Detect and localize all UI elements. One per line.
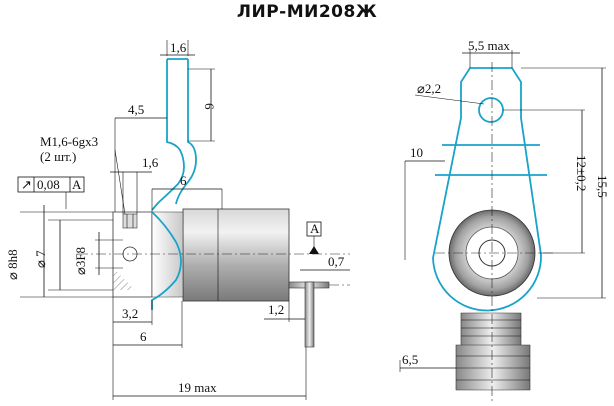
thread-qty: (2 шт.) — [40, 149, 76, 164]
dim-155: 15,5 — [595, 175, 610, 198]
dim-32: 3,2 — [122, 306, 138, 321]
dim-arm-offset: 4,5 — [128, 102, 144, 117]
dim-overall: 19 max — [178, 380, 217, 395]
left-view: 1,6 6 4,5 M1,6-6gx3 (2 шт.) 1,6 6 ↗ 0,08… — [5, 40, 350, 400]
mounting-arm — [151, 59, 197, 310]
dim-top-width: 1,6 — [170, 40, 187, 55]
dim-6-upper: 6 — [180, 173, 187, 188]
datum-label: A — [310, 221, 320, 236]
set-screw — [122, 213, 138, 229]
dim-set-screw: 1,6 — [142, 155, 159, 170]
dim-6-lower: 6 — [140, 329, 147, 344]
runout-value: 0,08 — [37, 177, 60, 192]
dim-top-height: 6 — [202, 103, 217, 110]
runout-frame — [17, 176, 85, 193]
dia-inner: ⌀ 7 — [33, 250, 48, 268]
dim-12: 1,2 — [268, 302, 284, 317]
dia-housing: ⌀ 8h8 — [5, 249, 20, 280]
arm-outline — [432, 67, 542, 312]
datum-triangle — [309, 246, 319, 254]
cable-end — [460, 312, 522, 349]
runout-datum: A — [72, 177, 82, 192]
dim-12: 12±0,2 — [574, 155, 589, 191]
runout-symbol: ↗ — [21, 177, 32, 192]
housing-body — [182, 208, 290, 302]
dia-shaft: ⌀3F8 — [73, 247, 88, 275]
right-view: 5,5 max ⌀2,2 10 12±0,2 15,5 6,5 — [399, 38, 610, 404]
dim-10: 10 — [410, 145, 423, 160]
thread-label: M1,6-6gx3 — [40, 134, 98, 149]
drawing-title: ЛИР-МИ208Ж — [236, 2, 378, 22]
dim-gap: 0,7 — [328, 254, 345, 269]
dia-hole: ⌀2,2 — [417, 81, 441, 96]
dim-width: 5,5 max — [468, 38, 510, 53]
dim-65: 6,5 — [402, 352, 418, 367]
mount-hole — [478, 97, 504, 123]
